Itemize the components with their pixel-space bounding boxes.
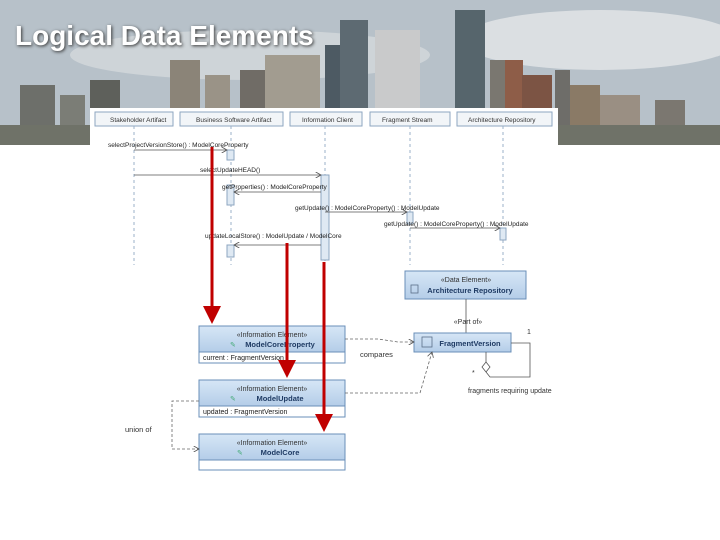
multiplicity: 1 <box>527 329 531 336</box>
message-label: getProperties() : ModelCoreProperty <box>222 184 328 191</box>
class-diagram: «Data Element» Architecture Repository «… <box>125 270 552 471</box>
multiplicity: * <box>472 370 475 377</box>
class-attribute: updated : FragmentVersion <box>203 409 288 416</box>
class-attribute: current : FragmentVersion <box>203 355 284 362</box>
class-name: ModelCore <box>261 448 300 457</box>
sequence-diagram: Stakeholder Artifact Business Software A… <box>90 108 558 265</box>
lifeline-label: Fragment Stream <box>382 117 433 124</box>
message-label: getUpdate() : ModelCoreProperty() : Mode… <box>384 221 529 228</box>
class-name: ModelUpdate <box>256 394 303 403</box>
information-element-icon: ✎ <box>230 342 236 349</box>
class-stereotype: «Information Element» <box>237 332 308 339</box>
union-of-dependency <box>171 400 199 449</box>
message-label: selectProjectVersionStore() : ModelCoreP… <box>108 142 249 149</box>
class-name: FragmentVersion <box>439 339 501 348</box>
information-element-icon: ✎ <box>237 450 243 457</box>
update-dependency <box>345 352 432 394</box>
message-label: getUpdate() : ModelCoreProperty() : Mode… <box>295 205 440 212</box>
class-icon <box>421 336 433 348</box>
lifeline-header <box>456 111 553 127</box>
information-element-icon: ✎ <box>230 396 236 403</box>
class-stereotype: «Information Element» <box>237 386 308 393</box>
class-stereotype: «Data Element» <box>441 277 491 284</box>
lifeline-label: Information Client <box>302 117 353 124</box>
lifeline-label: Business Software Artifact <box>196 117 272 124</box>
lifeline-label: Architecture Repository <box>468 117 536 124</box>
activation-bars <box>226 149 507 261</box>
compares-label: compares <box>360 350 393 359</box>
self-association <box>481 342 531 378</box>
compares-dependency <box>345 338 414 342</box>
self-association-label: fragments requiring update <box>468 388 552 395</box>
class-model-update: «Information Element» ModelUpdate ✎ upda… <box>198 379 346 418</box>
data-element-icon <box>410 284 419 294</box>
lifeline-label: Stakeholder Artifact <box>110 117 167 124</box>
message-label: updateLocalStore() : ModelUpdate / Model… <box>205 233 342 240</box>
union-of-label: union of <box>125 425 153 434</box>
class-name: Architecture Repository <box>427 286 513 295</box>
class-architecture-repository: «Data Element» Architecture Repository <box>404 270 527 300</box>
class-stereotype: «Information Element» <box>237 440 308 447</box>
message-label: selectUpdateHEAD() <box>200 167 260 174</box>
slide-title: Logical Data Elements <box>15 20 314 51</box>
class-fragment-version: FragmentVersion <box>413 332 512 353</box>
class-name: ModelCoreProperty <box>245 340 315 349</box>
highlight-arrows <box>203 147 333 432</box>
lifeline-headers: Stakeholder Artifact Business Software A… <box>94 111 553 127</box>
part-of-label: «Part of» <box>454 319 483 326</box>
lifeline-header <box>289 111 363 127</box>
class-model-core: «Information Element» ModelCore ✎ <box>198 433 346 471</box>
